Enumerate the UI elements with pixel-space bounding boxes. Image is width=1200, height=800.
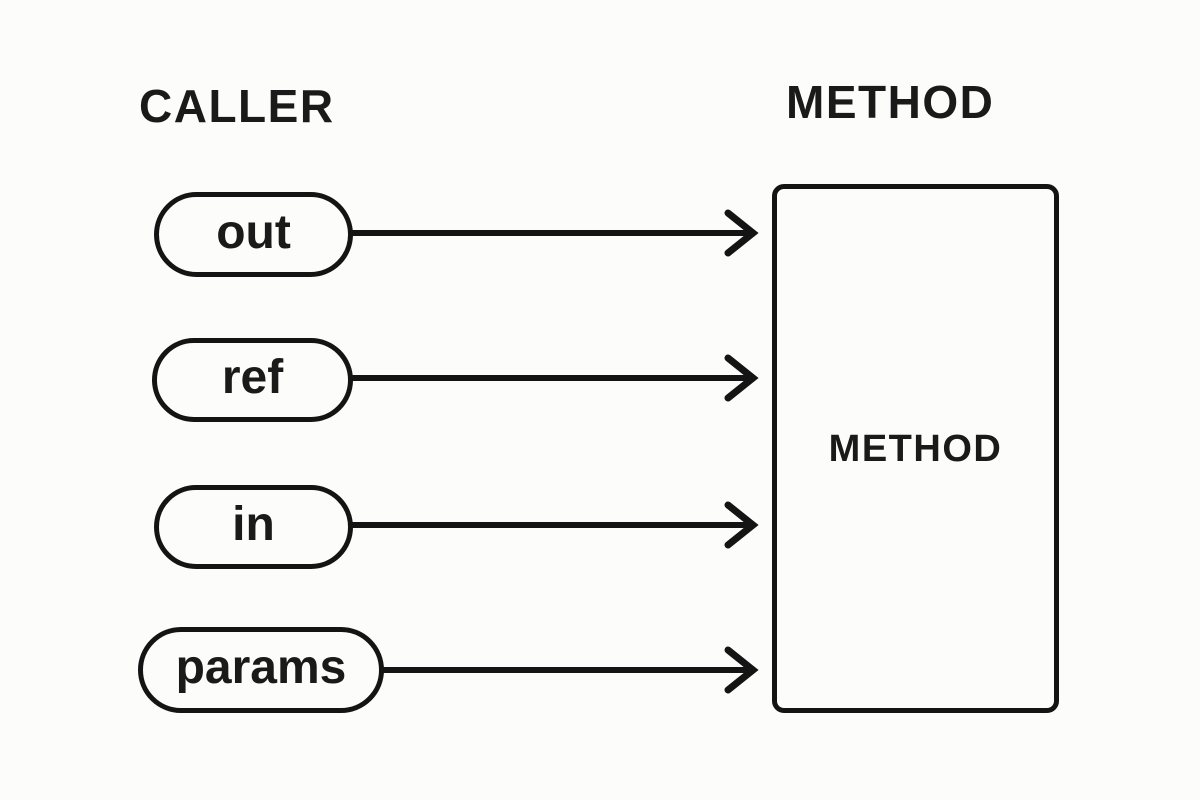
method-column-heading: METHOD xyxy=(786,76,995,128)
pill-in-label: in xyxy=(232,498,275,551)
arrow-params-icon xyxy=(383,646,759,694)
arrow-in-icon xyxy=(352,501,759,549)
arrow-out-icon xyxy=(352,209,759,257)
pill-ref-label: ref xyxy=(221,351,284,404)
caller-column-heading: CALLER xyxy=(139,80,335,132)
pill-ref[interactable]: ref xyxy=(152,338,353,422)
method-box[interactable]: METHOD xyxy=(772,184,1059,713)
pill-params-label: params xyxy=(175,641,347,694)
pill-in[interactable]: in xyxy=(154,485,353,569)
method-box-label: METHOD xyxy=(828,427,1003,470)
pill-params[interactable]: params xyxy=(138,627,384,713)
pill-out[interactable]: out xyxy=(154,192,353,277)
arrow-ref-icon xyxy=(352,354,759,402)
pill-out-label: out xyxy=(216,205,291,259)
